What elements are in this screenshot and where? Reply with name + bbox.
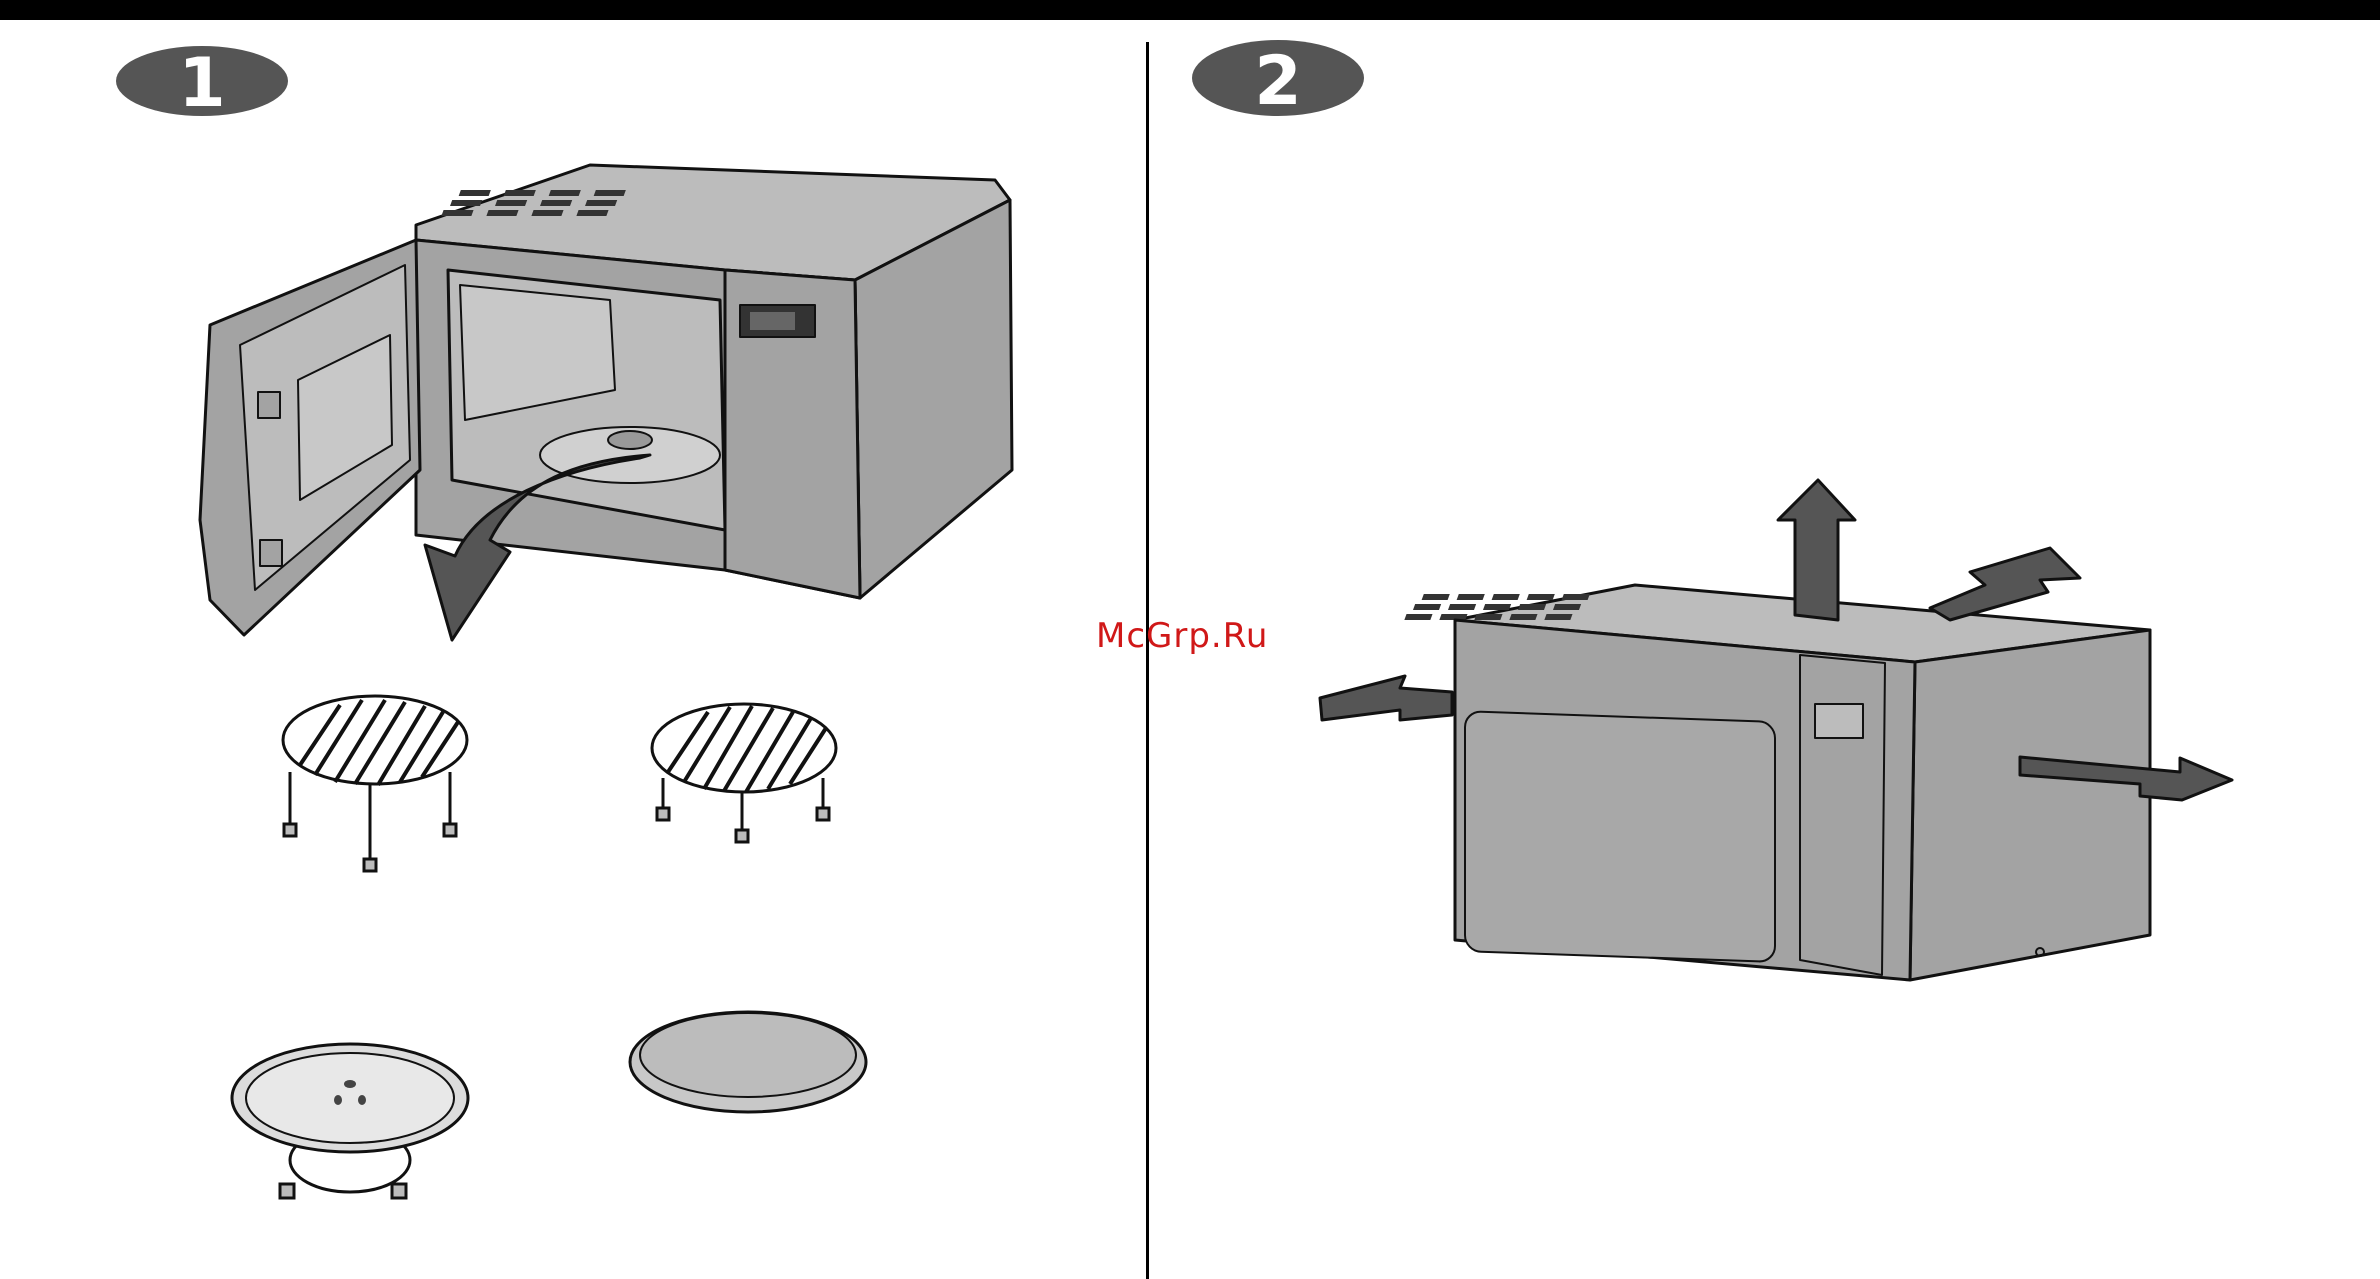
low-rack <box>652 704 836 842</box>
microwave-open-door <box>200 165 1012 635</box>
arrow-back-right <box>1930 548 2080 620</box>
step-2-illustration <box>1150 0 2380 1279</box>
crisp-plate <box>630 1012 866 1112</box>
column-divider <box>1146 42 1149 1279</box>
microwave-closed <box>1404 585 2150 980</box>
step-1-illustration <box>0 0 1140 1279</box>
watermark: McGrp.Ru <box>1096 616 1268 656</box>
arrow-left <box>1320 676 1452 720</box>
glass-turntable <box>232 1044 468 1198</box>
high-rack <box>283 696 467 871</box>
